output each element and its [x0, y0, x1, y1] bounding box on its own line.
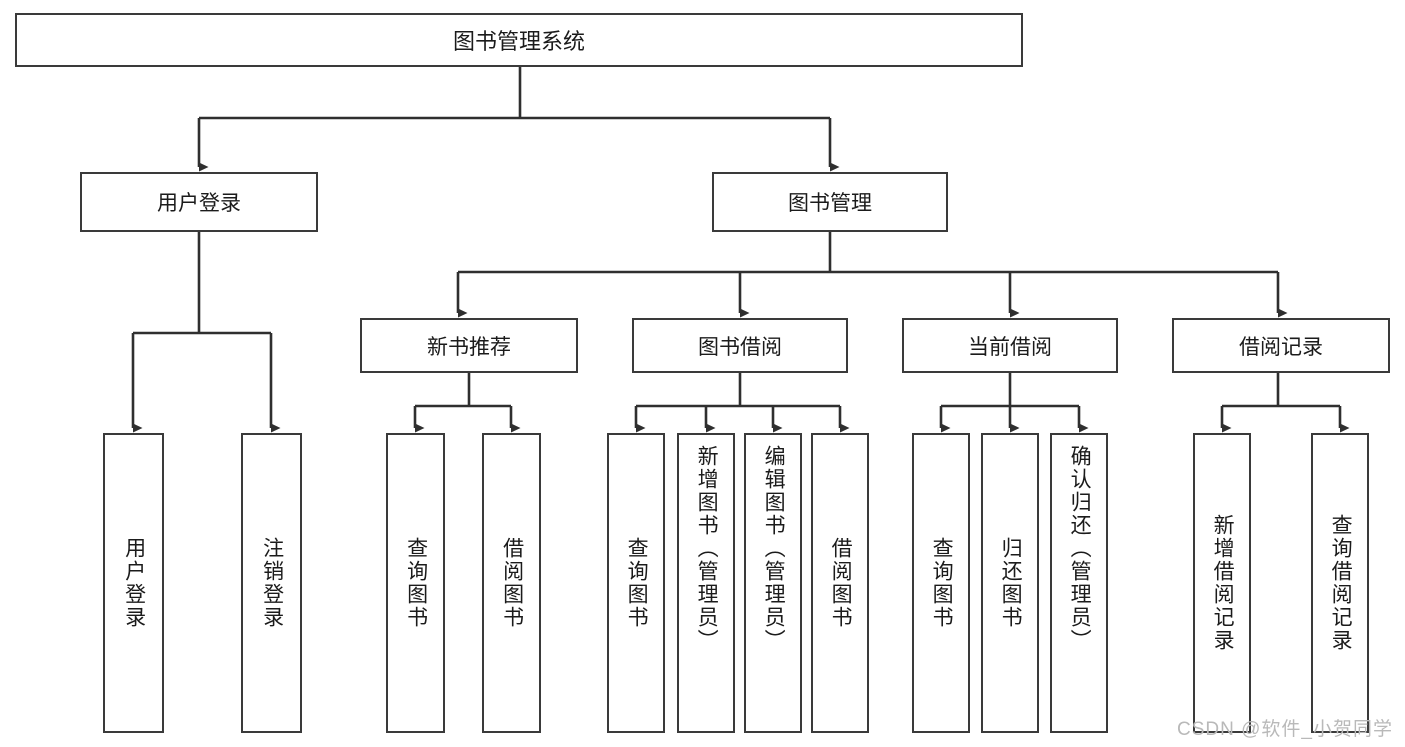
leaf-borrow-record-query-record[interactable]: 查询借阅记录: [1311, 433, 1369, 733]
node-current-borrow-label: 当前借阅: [968, 335, 1052, 359]
node-user-login-label: 用户登录: [157, 192, 241, 215]
leaf-inner: 新增图书（管理员）: [681, 445, 731, 721]
node-borrow-record-label: 借阅记录: [1239, 335, 1323, 359]
node-book-borrow-label: 图书借阅: [698, 335, 782, 359]
node-root-label: 图书管理系统: [452, 29, 585, 54]
leaf-new-book-borrow-book[interactable]: 借阅图书: [482, 433, 541, 733]
leaf-inner: 查询图书: [916, 445, 966, 721]
node-new-book-recommend[interactable]: 新书推荐: [360, 318, 578, 373]
node-book-management[interactable]: 图书管理: [712, 172, 948, 232]
leaf-user-login-login-label: 用户登录: [122, 537, 146, 629]
node-borrow-record[interactable]: 借阅记录: [1172, 318, 1390, 373]
leaf-inner: 借阅图书: [486, 445, 537, 721]
leaf-inner: 借阅图书: [815, 445, 865, 721]
leaf-current-borrow-return-book-label: 归还图书: [999, 537, 1023, 629]
leaf-book-borrow-borrow-book[interactable]: 借阅图书: [811, 433, 869, 733]
leaf-new-book-borrow-book-label: 借阅图书: [500, 537, 524, 629]
leaf-book-borrow-borrow-book-label: 借阅图书: [829, 537, 853, 629]
leaf-current-borrow-confirm-return-label: 确认归还（管理员）: [1068, 445, 1092, 652]
leaf-inner: 用户登录: [107, 445, 160, 721]
leaf-book-borrow-add-book[interactable]: 新增图书（管理员）: [677, 433, 735, 733]
leaf-inner: 查询图书: [611, 445, 661, 721]
leaf-borrow-record-add-record-label: 新增借阅记录: [1211, 514, 1235, 652]
node-new-book-recommend-label: 新书推荐: [427, 335, 511, 359]
leaf-user-login-logout[interactable]: 注销登录: [241, 433, 302, 733]
leaf-user-login-login[interactable]: 用户登录: [103, 433, 164, 733]
leaf-inner: 查询图书: [390, 445, 441, 721]
watermark-text: CSDN @软件_小贺同学: [1177, 719, 1393, 740]
leaf-book-borrow-edit-book-label: 编辑图书（管理员）: [762, 445, 786, 652]
leaf-book-borrow-query-book-label: 查询图书: [625, 537, 649, 629]
leaf-book-borrow-add-book-label: 新增图书（管理员）: [695, 445, 719, 652]
leaf-new-book-query-book[interactable]: 查询图书: [386, 433, 445, 733]
leaf-new-book-query-book-label: 查询图书: [404, 537, 428, 629]
leaf-inner: 注销登录: [245, 445, 298, 721]
leaf-book-borrow-query-book[interactable]: 查询图书: [607, 433, 665, 733]
node-book-borrow[interactable]: 图书借阅: [632, 318, 848, 373]
leaf-inner: 新增借阅记录: [1197, 445, 1247, 721]
leaf-inner: 编辑图书（管理员）: [748, 445, 798, 721]
leaf-inner: 查询借阅记录: [1315, 445, 1365, 721]
leaf-user-login-logout-label: 注销登录: [260, 537, 284, 629]
leaf-inner: 确认归还（管理员）: [1054, 445, 1104, 721]
node-book-management-label: 图书管理: [788, 192, 872, 215]
leaf-inner: 归还图书: [985, 445, 1035, 721]
leaf-current-borrow-confirm-return[interactable]: 确认归还（管理员）: [1050, 433, 1108, 733]
node-root-system[interactable]: 图书管理系统: [15, 13, 1023, 67]
node-user-login[interactable]: 用户登录: [80, 172, 318, 232]
leaf-current-borrow-query-book-label: 查询图书: [930, 537, 954, 629]
leaf-current-borrow-return-book[interactable]: 归还图书: [981, 433, 1039, 733]
leaf-book-borrow-edit-book[interactable]: 编辑图书（管理员）: [744, 433, 802, 733]
node-current-borrow[interactable]: 当前借阅: [902, 318, 1118, 373]
leaf-current-borrow-query-book[interactable]: 查询图书: [912, 433, 970, 733]
leaf-borrow-record-add-record[interactable]: 新增借阅记录: [1193, 433, 1251, 733]
leaf-borrow-record-query-record-label: 查询借阅记录: [1329, 514, 1353, 652]
